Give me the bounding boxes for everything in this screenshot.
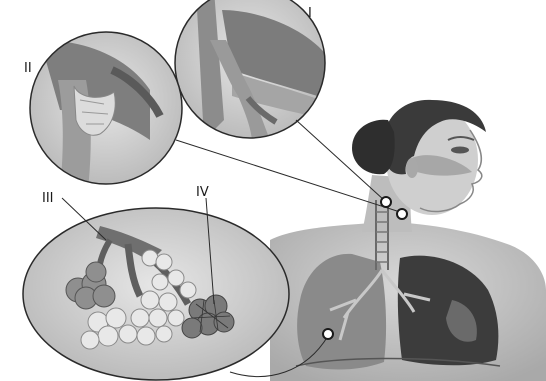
label-III: III xyxy=(42,191,54,206)
magnifier-II xyxy=(30,32,182,190)
label-I: I xyxy=(308,6,312,21)
label-IV: IV xyxy=(196,185,209,200)
pointer-dot-I xyxy=(381,197,391,207)
magnifier-III-IV xyxy=(23,208,289,380)
magnifier-I xyxy=(175,0,330,140)
pointer-dot-II xyxy=(397,209,407,219)
eye xyxy=(451,147,469,154)
hair-bun xyxy=(352,120,395,174)
label-II: II xyxy=(24,61,32,76)
pointer-dot-lung xyxy=(323,329,333,339)
ear xyxy=(406,158,418,178)
